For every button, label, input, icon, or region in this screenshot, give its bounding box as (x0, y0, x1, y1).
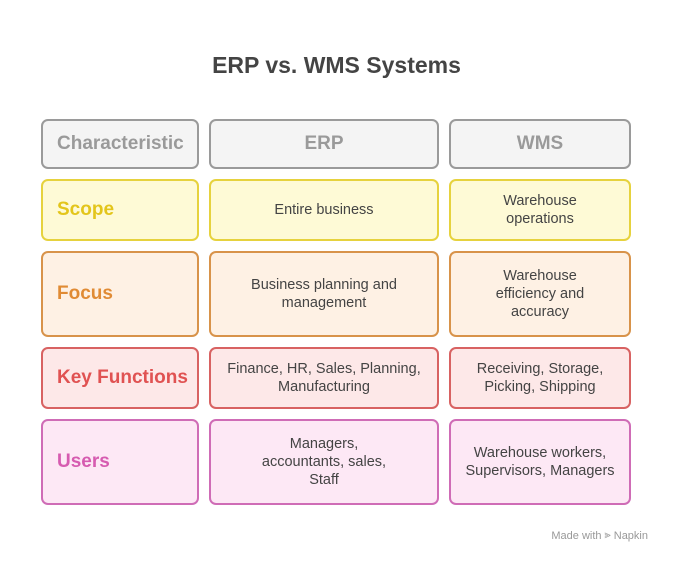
wms-cell: Warehouse efficiency and accuracy (449, 251, 631, 337)
erp-cell: Managers, accountants, sales, Staff (209, 419, 439, 505)
row-label: Key Functions (41, 347, 199, 409)
napkin-logo-icon: ⫸ (604, 529, 611, 541)
erp-cell: Entire business (209, 179, 439, 241)
header-wms: WMS (449, 119, 631, 169)
footer-brand: Napkin (613, 529, 648, 542)
row-label: Users (41, 419, 199, 505)
wms-cell: Warehouse workers, Supervisors, Managers (449, 419, 631, 505)
diagram-title: ERP vs. WMS Systems (212, 52, 461, 78)
row-label: Scope (41, 179, 199, 241)
erp-cell: Business planning and management (209, 251, 439, 337)
header-erp: ERP (209, 119, 439, 169)
header-characteristic: Characteristic (41, 119, 199, 169)
footer-attribution[interactable]: Made with ⫸ Napkin (551, 529, 648, 542)
row-label: Focus (41, 251, 199, 337)
wms-cell: Receiving, Storage, Picking, Shipping (449, 347, 631, 409)
footer-prefix: Made with (551, 529, 602, 542)
erp-cell: Finance, HR, Sales, Planning, Manufactur… (209, 347, 439, 409)
wms-cell: Warehouse operations (449, 179, 631, 241)
